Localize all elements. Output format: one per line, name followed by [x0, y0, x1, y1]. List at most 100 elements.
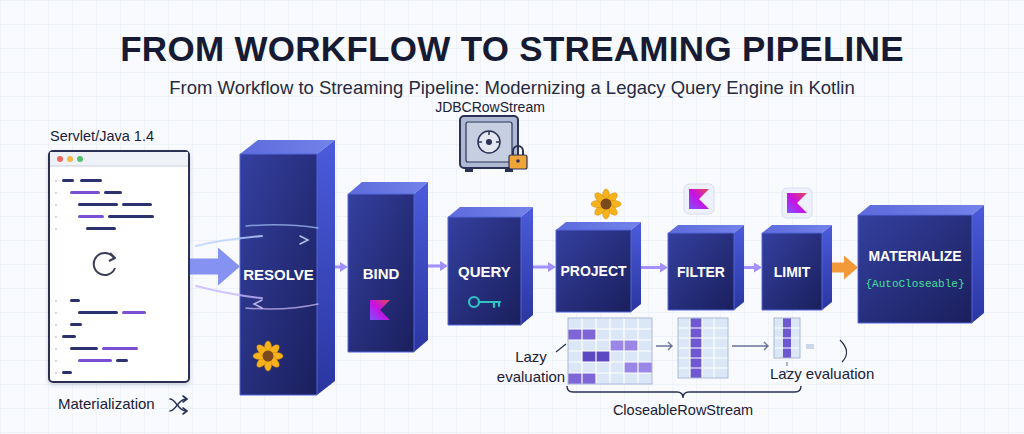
window-chrome [77, 156, 83, 162]
safe-icon [505, 168, 513, 172]
row-grid [678, 318, 728, 378]
bracket-label: CloseableRowStream [603, 401, 763, 420]
row-grid [774, 318, 800, 358]
flow-arrow [428, 265, 440, 268]
row-grid [678, 318, 728, 378]
block-shape [858, 205, 984, 323]
row-grid [568, 329, 596, 340]
block-front [348, 194, 414, 352]
row-grid [774, 318, 800, 358]
shuffle-icon [170, 396, 187, 414]
key-icon [469, 297, 479, 307]
window-caption: Materialization [58, 395, 155, 412]
shuffle-icon [183, 408, 187, 414]
row-grid [568, 373, 596, 384]
safe-icon [465, 168, 473, 172]
block-top [448, 207, 533, 217]
block-top [762, 225, 832, 233]
safe-icon [460, 116, 518, 172]
flow-hint [732, 342, 768, 350]
block-front [762, 233, 822, 310]
block-side [734, 225, 744, 310]
window-chrome [50, 166, 188, 167]
illustration [253, 341, 283, 371]
flow-arrow [335, 266, 340, 269]
code-gutter [55, 228, 57, 230]
block-face: PROJECT [556, 230, 631, 312]
pipeline-stage: RESOLVE [240, 140, 335, 395]
code-lines [102, 347, 138, 350]
illustration [591, 189, 621, 219]
safe-icon [486, 139, 492, 145]
flow-arrow [641, 266, 660, 269]
block-face: MATERIALIZE{AutoCloseable} [858, 215, 972, 323]
code-lines [62, 179, 154, 374]
annotation: Lazy evaluation [494, 347, 568, 386]
code-gutter [55, 336, 57, 338]
flow-hint [656, 342, 672, 350]
stage-note: {AutoCloseable} [865, 278, 964, 290]
stage-label: PROJECT [560, 263, 626, 279]
block-side [414, 182, 428, 352]
leader-line [840, 340, 847, 362]
code-lines [78, 203, 118, 206]
flow-arrow [533, 266, 548, 269]
block-top [556, 222, 641, 230]
code-gutter [55, 180, 57, 182]
row-grid [624, 362, 652, 373]
pipeline-stage: PROJECT [556, 222, 641, 312]
illustration [787, 193, 807, 213]
block-front [556, 230, 631, 312]
flow-arrow [744, 266, 754, 269]
component-label: JDBCRowStream [435, 98, 545, 116]
kotlin-card [684, 184, 812, 218]
row-grid [678, 318, 728, 378]
shuffle-icon [170, 399, 186, 411]
kotlin-card [782, 188, 812, 218]
block-side [822, 225, 832, 310]
code-lines [122, 203, 152, 206]
flow-arrow [190, 259, 218, 275]
code-gutter [55, 180, 57, 374]
stage-label: BIND [363, 265, 400, 282]
key-icon [493, 302, 495, 307]
block-front [448, 217, 521, 325]
kotlin-card [684, 184, 714, 214]
shuffle-icon [170, 399, 186, 411]
safe-icon [478, 131, 500, 153]
key-icon [498, 302, 500, 306]
safe-icon [478, 141, 482, 143]
window-heading: Servlet/Java 1.4 [50, 128, 154, 144]
illustration [370, 300, 390, 320]
title: FROM WORKFLOW TO STREAMING PIPELINE [0, 31, 1024, 66]
bracket [567, 386, 801, 398]
code-gutter [55, 300, 57, 302]
row-grid [568, 318, 652, 384]
lock-icon [516, 159, 520, 163]
code-lines [80, 179, 102, 182]
annotation: Lazy evaluation [770, 364, 890, 384]
code-gutter [55, 204, 57, 206]
speed-streaks [300, 236, 308, 244]
speed-streaks [196, 225, 318, 310]
code-lines [86, 227, 116, 230]
block-face: BIND [348, 194, 414, 352]
row-grid [678, 318, 728, 378]
row-grid [568, 318, 652, 384]
speed-streaks [196, 236, 262, 246]
block-top [668, 225, 744, 233]
block-side [521, 207, 533, 325]
block-front [668, 233, 734, 310]
window-chrome [50, 152, 188, 166]
pipeline-stage: LIMIT [762, 225, 832, 310]
code-gutter [55, 372, 57, 374]
pipeline-stage: BIND [348, 182, 428, 352]
lock-icon [509, 146, 527, 169]
row-grid [786, 362, 788, 373]
code-gutter [55, 216, 57, 218]
row-grid [568, 318, 652, 384]
safe-icon [460, 116, 518, 168]
